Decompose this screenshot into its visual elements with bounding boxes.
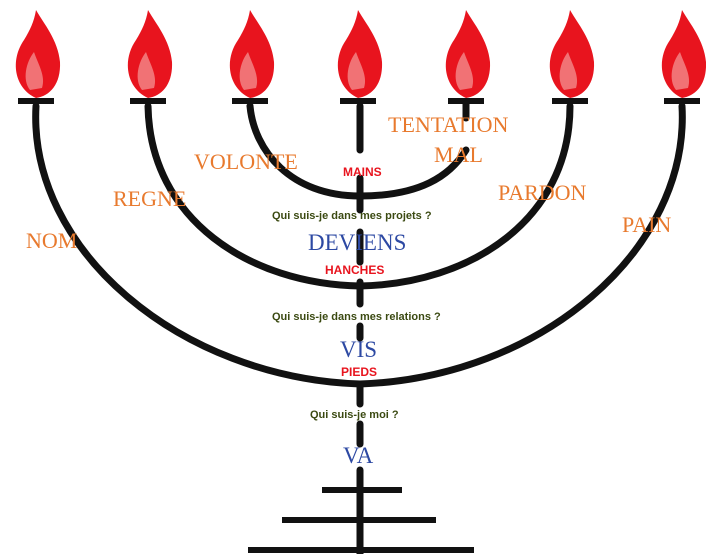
flame-icon [662, 10, 706, 104]
word-pardon: PARDON [498, 180, 587, 205]
level-pieds: PIEDS [341, 365, 377, 379]
flames [15, 10, 706, 104]
word-volonte: VOLONTE [194, 149, 298, 174]
word-mal: MAL [434, 142, 483, 167]
question-moi: Qui suis-je moi ? [310, 409, 399, 421]
verb-deviens: DEVIENS [308, 230, 406, 255]
level-hanches: HANCHES [325, 263, 384, 277]
menorah-branches [32, 100, 686, 554]
word-tentation: TENTATION [388, 112, 509, 137]
verb-vis: VIS [340, 337, 377, 362]
level-mains: MAINS [343, 165, 382, 179]
word-regne: REGNE [113, 186, 186, 211]
flame-icon [229, 10, 275, 104]
flame-icon [549, 10, 595, 104]
flame-icon [127, 10, 173, 104]
flame-icon [445, 10, 491, 104]
question-relations: Qui suis-je dans mes relations ? [272, 311, 441, 323]
verb-va: VA [343, 443, 374, 468]
flame-icon [15, 10, 61, 104]
flame-icon [337, 10, 383, 104]
question-projets: Qui suis-je dans mes projets ? [272, 210, 432, 222]
word-nom: NOM [26, 228, 77, 253]
menorah-base [248, 487, 474, 553]
word-pain: PAIN [622, 212, 671, 237]
